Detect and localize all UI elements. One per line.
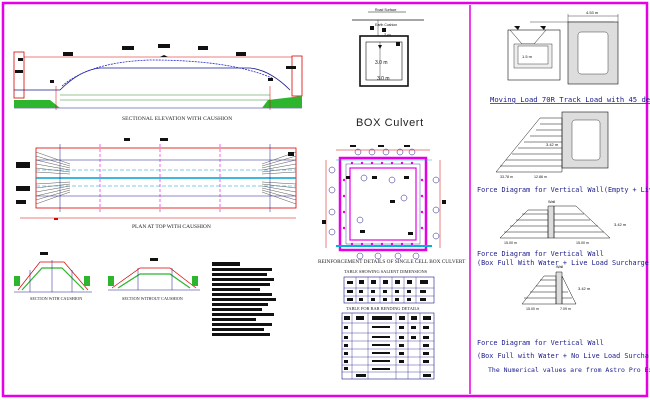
base5-label: 15.00 m	[526, 307, 539, 311]
wall-label-2: Wall	[548, 200, 555, 204]
base1-label: 33.78 m	[500, 175, 513, 179]
section-cushion-caption: SECTION WITH CAUSHION	[30, 296, 82, 301]
section-no-cushion-caption: SECTION WITHOUT CAUSHION	[122, 296, 183, 301]
force-diagram-3	[521, 271, 577, 305]
plan-view	[16, 138, 297, 220]
section-with-cushion-view	[14, 252, 92, 293]
depth-label: 3.0 m	[377, 76, 390, 82]
dim-b-label: 3.42 m	[614, 222, 627, 227]
base3-label: 15.00 m	[504, 241, 517, 245]
force-diagram-1	[495, 111, 609, 173]
sectional-elevation-view	[13, 44, 303, 110]
salient-dimensions-table	[343, 276, 435, 304]
clear-span-label: 3.0 m	[375, 60, 388, 66]
plan-caption: PLAN AT TOP WITH CAUSHION	[132, 224, 211, 230]
moving-load-caption: Moving Load 70R Track Load with 45 degre…	[490, 95, 650, 104]
reinforcement-caption: REINFORCEMENT DETAILS OF SINGLE CELL BOX…	[318, 259, 466, 265]
base6-label: 7.09 m	[560, 307, 571, 311]
top-width-label: 4.53 m	[586, 10, 599, 15]
bar-bending-table	[341, 312, 435, 380]
force-diagram-2-caption-2: (Box Full With Water + Live Load Surchar…	[477, 259, 650, 267]
force-diagram-3-caption-2: (Box Full with Water + No Live Load Surc…	[477, 352, 650, 360]
bar-bending-caption: TABLE FOR BAR BENDING DETAILS	[346, 306, 420, 311]
earth-cushion-value: 2 m	[384, 32, 391, 37]
box-section-view	[352, 11, 424, 87]
base4-label: 15.00 m	[576, 241, 589, 245]
section-without-cushion-view	[108, 258, 200, 291]
force-diagram-1-caption: Force Diagram for Vertical Wall(Empty + …	[477, 186, 650, 194]
elevation-caption: SECTIONAL ELEVATION WITH CAUSHION	[122, 116, 232, 122]
notes-block	[212, 262, 276, 336]
force-diagram-3-caption-1: Force Diagram for Vertical Wall	[477, 339, 604, 347]
load-value-label: 1.5 m	[522, 54, 533, 59]
moving-load-diagram	[507, 14, 619, 85]
force-diagram-2	[499, 205, 611, 239]
reinforcement-view	[322, 145, 446, 260]
wall-label-3: Wall	[556, 265, 563, 269]
base2-label: 12.86 m	[534, 175, 547, 179]
salient-dimensions-caption: TABLE SHOWING SALIENT DIMENSIONS	[344, 269, 428, 274]
road-surface-label: Road Surface	[375, 8, 396, 12]
drawing-title: BOX Culvert	[356, 117, 424, 129]
footnote: The Numerical values are from Astro Pro …	[488, 366, 650, 374]
dim-c-label: 3.42 m	[578, 286, 591, 291]
dim-a-label: 3.42 m	[546, 142, 559, 147]
earth-cushion-label: Earth Cushion	[375, 23, 397, 27]
force-diagram-2-caption-1: Force Diagram for Vertical Wall	[477, 250, 604, 258]
